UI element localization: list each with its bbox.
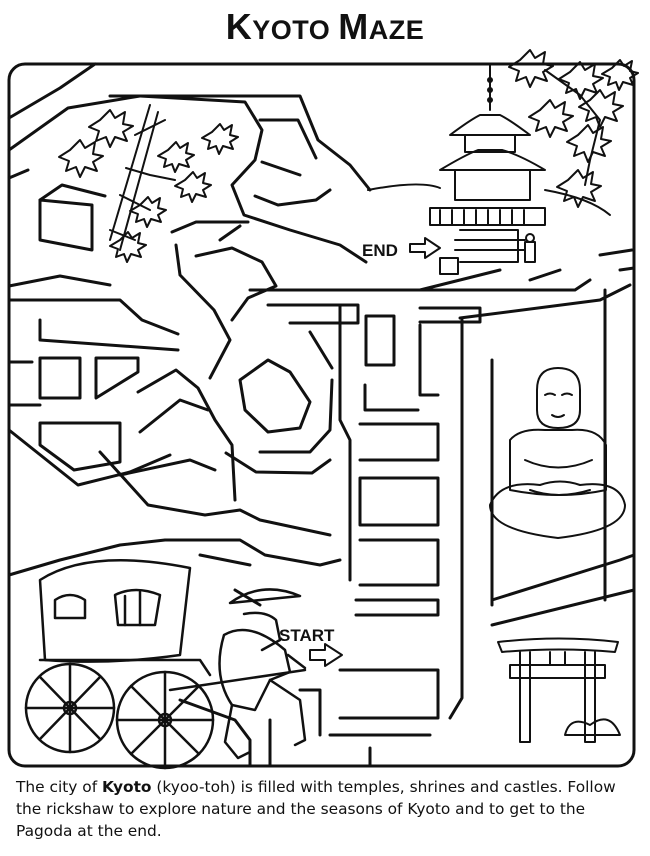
end-arrow-icon bbox=[409, 237, 441, 259]
rickshaw-puller-icon bbox=[218, 588, 307, 760]
rickshaw-icon bbox=[24, 559, 307, 770]
end-marker: END bbox=[362, 237, 441, 260]
title-word-rest-1: YOTO bbox=[252, 15, 331, 45]
buddha-statue-icon bbox=[489, 367, 626, 539]
maze-frame bbox=[7, 62, 636, 768]
start-marker: START bbox=[279, 626, 343, 667]
pagoda-icon bbox=[367, 64, 611, 275]
start-arrow-icon bbox=[309, 643, 343, 667]
caption-city: Kyoto bbox=[102, 778, 152, 796]
start-label: START bbox=[279, 626, 335, 645]
torii-gate-icon bbox=[497, 637, 621, 743]
maple-branch-icon bbox=[508, 49, 639, 208]
caption-part-1: The city of bbox=[16, 778, 103, 796]
end-label: END bbox=[362, 241, 398, 260]
maze-walls bbox=[7, 62, 636, 768]
caption-part-2: (kyoo-toh) is filled with temples, shrin… bbox=[16, 778, 616, 840]
instructions-caption: The city of Kyoto (kyoo-toh) is filled w… bbox=[16, 776, 641, 842]
page-title: KYOTO MAZE bbox=[0, 6, 650, 48]
title-word-rest-2: AZE bbox=[368, 15, 425, 45]
title-initial-k: K bbox=[225, 6, 253, 47]
maple-leaves-icon bbox=[58, 104, 239, 263]
title-initial-m: M bbox=[338, 6, 369, 47]
